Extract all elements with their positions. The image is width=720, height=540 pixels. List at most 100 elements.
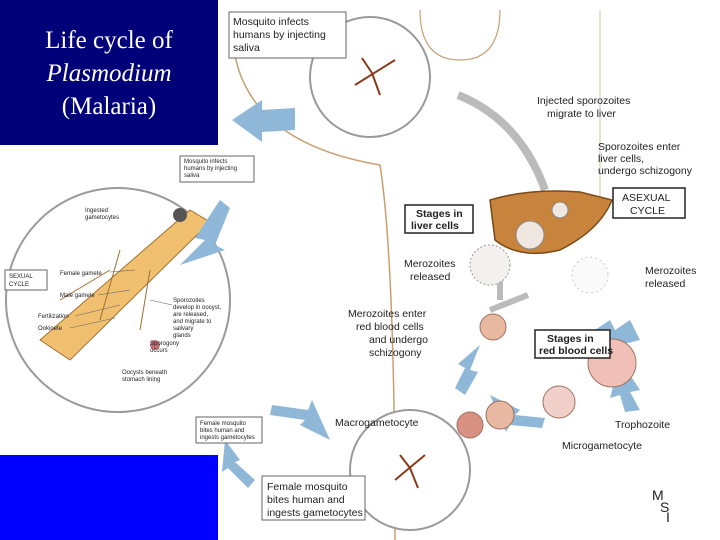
oocyst <box>150 340 160 350</box>
lbl-ingested-2: gametocytes <box>85 215 119 221</box>
lbl-small-female-3: ingests gametocytes <box>200 435 255 441</box>
lbl-female-2: bites human and <box>267 494 345 506</box>
mosquito-icon <box>354 57 396 96</box>
rbc-microgametocyte <box>485 400 515 430</box>
arrow-to-top-circle <box>180 200 230 265</box>
lbl-mosquito-1: Mosquito infects <box>233 16 309 28</box>
svg-text:Male gamete: Male gamete <box>60 293 95 299</box>
svg-text:humans by injecting: humans by injecting <box>233 29 326 41</box>
arrow-rbc-left <box>455 345 480 395</box>
svg-text:Oocysts beneath: Oocysts beneath <box>122 370 167 376</box>
svg-text:S: S <box>660 499 669 515</box>
label-box-asexual <box>612 187 686 219</box>
lbl-merozoites-enter-1: Merozoites enter <box>348 308 427 320</box>
svg-text:Mosquito infects: Mosquito infects <box>233 16 309 28</box>
svg-text:glands: glands <box>173 333 191 339</box>
svg-text:Fertilization: Fertilization <box>38 314 69 320</box>
svg-text:stomach lining: stomach lining <box>122 377 160 383</box>
lbl-microgametocyte: Microgametocyte <box>562 440 642 452</box>
rbc-macrogametocyte <box>456 411 484 439</box>
lbl-sporogony-2: occurs <box>150 348 168 354</box>
arrow-bottom-left <box>222 440 255 488</box>
svg-text:Microgametocyte: Microgametocyte <box>562 440 642 452</box>
svg-text:released: released <box>645 278 685 290</box>
svg-text:salivary: salivary <box>173 326 193 332</box>
lbl-oocysts-1: Oocysts beneath <box>122 370 167 376</box>
lbl-merozoites-2a: Merozoites <box>645 265 696 277</box>
lbl-stages-liver-1: Stages in <box>416 208 463 220</box>
lbl-merozoites-1a: Merozoites <box>404 258 455 270</box>
svg-text:bites human and: bites human and <box>267 494 345 506</box>
lbl-spz-develop-2: develop in oocyst, <box>173 305 221 311</box>
lbl-stages-rbc-2: red blood cells <box>539 345 613 357</box>
lbl-merozoites-2b: released <box>645 278 685 290</box>
lbl-stages-liver-2: liver cells <box>411 220 459 232</box>
svg-text:Sporogony: Sporogony <box>150 341 179 347</box>
lbl-asexual-1: ASEXUAL <box>622 192 671 204</box>
lbl-spz-enter-3: undergo schizogony <box>598 165 693 177</box>
svg-text:Stages in: Stages in <box>416 208 463 220</box>
head-outline <box>419 9 501 61</box>
lbl-merozoites-enter-3: and undergo <box>369 334 428 346</box>
lbl-female-3: ingests gametocytes <box>267 507 363 519</box>
svg-text:liver cells,: liver cells, <box>598 153 644 165</box>
svg-text:and undergo: and undergo <box>369 334 428 346</box>
lbl-small-mosq-2: humans by injecting <box>184 166 237 172</box>
lbl-ookinete: Ookinete <box>38 326 63 332</box>
lbl-ingested-1: Ingested <box>85 208 108 214</box>
lbl-asexual-2: CYCLE <box>630 205 665 217</box>
label-box-small-female <box>195 416 263 444</box>
arrow-left-top <box>232 100 295 142</box>
bottom-blue-box <box>0 455 218 540</box>
svg-text:Merozoites enter: Merozoites enter <box>348 308 427 320</box>
svg-text:M: M <box>652 487 664 503</box>
svg-text:ASEXUAL: ASEXUAL <box>622 192 671 204</box>
svg-text:Sporozoites enter: Sporozoites enter <box>598 141 681 153</box>
lbl-mosquito-2: humans by injecting <box>233 29 326 41</box>
lbl-spz-develop-4: and migrate to <box>173 319 212 325</box>
watermark: M S I <box>652 487 670 525</box>
svg-text:red blood cells: red blood cells <box>356 321 424 333</box>
svg-text:saliva: saliva <box>184 173 200 179</box>
label-box-female <box>261 475 366 521</box>
svg-text:gametocytes: gametocytes <box>85 215 119 221</box>
svg-text:red blood cells: red blood cells <box>539 345 613 357</box>
watermark-i: I <box>666 509 670 525</box>
title-box: Life cycle of Plasmodium (Malaria) <box>0 0 218 145</box>
mosquito-icon-2 <box>394 454 426 489</box>
svg-text:humans by injecting: humans by injecting <box>184 166 237 172</box>
label-box-sexual <box>4 269 48 291</box>
svg-text:CYCLE: CYCLE <box>630 205 665 217</box>
lbl-small-female-2: bites human and <box>200 428 244 434</box>
pointer-lines <box>69 269 173 329</box>
title-line-2: Plasmodium <box>46 60 172 87</box>
lbl-spz-develop-5: salivary <box>173 326 193 332</box>
watermark-s: S <box>660 499 669 515</box>
lbl-male-gamete: Male gamete <box>60 293 95 299</box>
arrow-macro <box>270 400 330 440</box>
lbl-female-gamete: Female gamete <box>60 271 102 277</box>
title-line-1: Life cycle of <box>45 27 173 54</box>
mosquito-legs <box>59 249 151 331</box>
svg-text:occurs: occurs <box>150 348 168 354</box>
svg-text:Macrogametocyte: Macrogametocyte <box>335 417 419 429</box>
svg-text:are released,: are released, <box>173 312 208 318</box>
mosquito-head <box>173 208 187 222</box>
lbl-spz-enter-1: Sporozoites enter <box>598 141 681 153</box>
lbl-injected-1: Injected sporozoites <box>537 95 630 107</box>
svg-text:develop in oocyst,: develop in oocyst, <box>173 305 221 311</box>
svg-text:and migrate to: and migrate to <box>173 319 212 325</box>
liver-cell-1 <box>515 220 545 250</box>
lbl-spz-develop-3: are released, <box>173 312 208 318</box>
lbl-merozoites-enter-4: schizogony <box>369 347 422 359</box>
label-box-liver <box>404 204 474 234</box>
svg-text:migrate to liver: migrate to liver <box>547 108 616 120</box>
lbl-merozoites-enter-2: red blood cells <box>356 321 424 333</box>
lbl-mosquito-3: saliva <box>233 42 260 54</box>
liver <box>489 190 614 255</box>
svg-text:SEXUAL: SEXUAL <box>9 274 33 280</box>
lbl-macrogametocyte: Macrogametocyte <box>335 417 419 429</box>
svg-text:Stages in: Stages in <box>547 333 594 345</box>
label-box-mosquito <box>228 11 347 59</box>
